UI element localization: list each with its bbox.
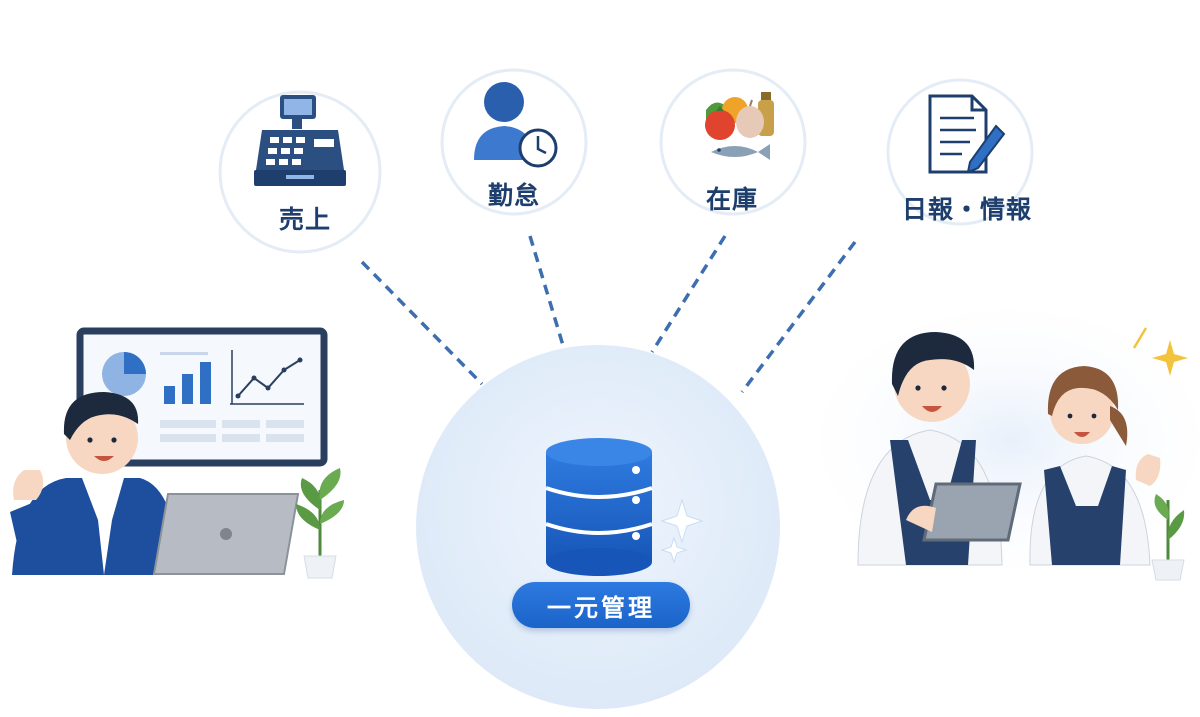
connector-sales: [360, 260, 484, 386]
plant-icon: [296, 468, 344, 579]
node-label-inventory: 在庫: [706, 185, 759, 214]
person-clock-icon: [474, 82, 558, 168]
plant-icon: [1151, 494, 1185, 581]
line-chart-icon: [230, 350, 304, 405]
node-label-attendance: 勤怠: [488, 181, 541, 210]
node-label-reports: 日報・情報: [902, 195, 1033, 224]
connector-reports: [740, 240, 857, 394]
document-pen-icon: [928, 94, 1006, 174]
sparkle-icon: [660, 498, 704, 564]
pie-chart-icon: [102, 352, 146, 396]
database-icon: [545, 438, 653, 576]
sparkle-icon: [1152, 340, 1188, 376]
manager-illustration: [10, 327, 344, 579]
node-label-sales: 売上: [279, 205, 332, 234]
staff-illustration: [857, 327, 1188, 581]
bar-chart-icon: [160, 352, 211, 404]
connector-attendance: [528, 235, 567, 353]
cash-register-icon: [254, 95, 346, 186]
hub-label: 一元管理: [512, 582, 690, 628]
tablet: [922, 482, 1022, 542]
connector-lines: [360, 235, 857, 394]
groceries-icon: [705, 92, 774, 160]
connector-inventory: [650, 235, 727, 353]
